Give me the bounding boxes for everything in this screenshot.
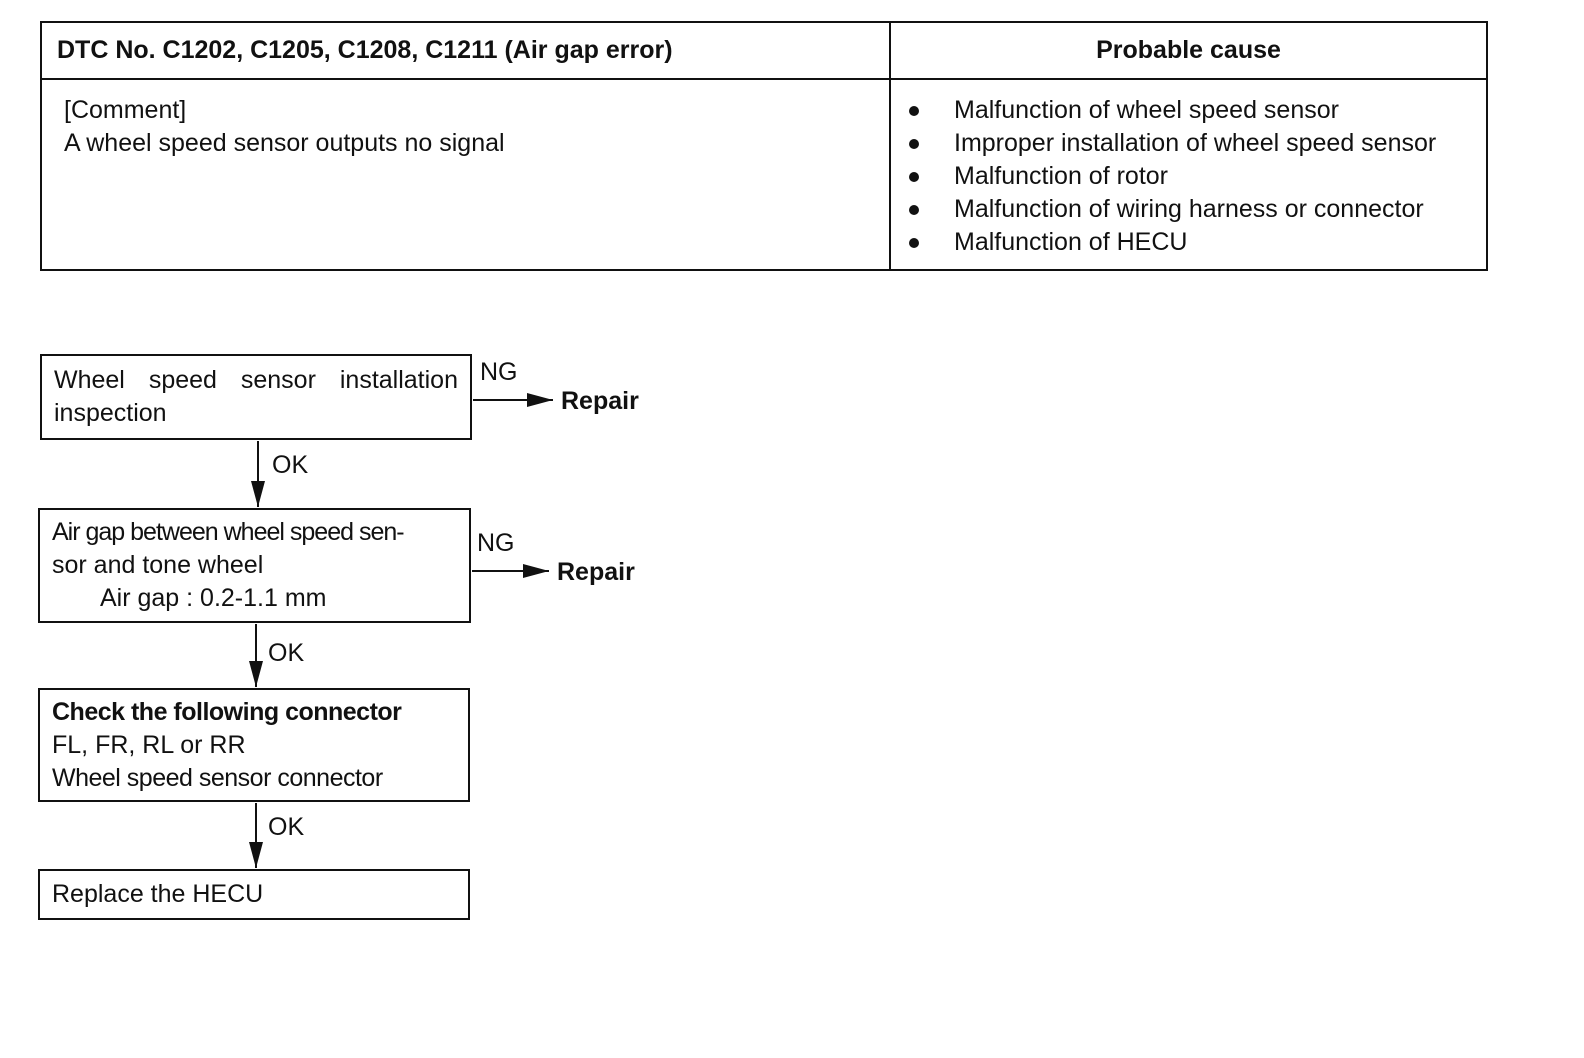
ok-label-2: OK [268,639,305,667]
step-3-line-3: Wheel speed sensor connector [52,764,383,792]
step-3-title: Check the following connector [52,698,402,726]
comment-cell: [Comment] A wheel speed sensor outputs n… [42,80,891,269]
bullet-icon [909,138,919,149]
ok-label-3: OK [268,813,305,841]
step-air-gap-box: Air gap between wheel speed sen- sor and… [38,508,471,623]
step-1-text: Wheel speed sensor installation inspecti… [54,366,458,427]
step-replace-hecu-box: Replace the HECU [38,869,470,920]
list-item: Malfunction of HECU [891,226,1486,259]
probable-cause-cell: Malfunction of wheel speed sensor Improp… [891,80,1486,269]
bullet-icon [909,237,919,248]
comment-label: [Comment] [64,96,187,124]
ng-label-2: NG [477,529,515,557]
cause-text: Improper installation of wheel speed sen… [954,129,1437,157]
list-item: Malfunction of rotor [891,160,1486,193]
step-connector-check-box: Check the following connector FL, FR, RL… [38,688,470,802]
comment-text: A wheel speed sensor outputs no signal [64,129,505,157]
step-4-text: Replace the HECU [52,880,264,908]
step-2-line-1: Air gap between wheel speed sen- [52,518,405,546]
probable-cause-header: Probable cause [1096,36,1281,64]
repair-action-2: Repair [557,558,635,586]
probable-cause-list: Malfunction of wheel speed sensor Improp… [891,80,1486,259]
step-3-line-2: FL, FR, RL or RR [52,731,246,759]
list-item: Malfunction of wheel speed sensor [891,94,1486,127]
bullet-icon [909,204,919,215]
step-2-spec: Air gap : 0.2-1.1 mm [100,584,327,612]
cause-text: Malfunction of wheel speed sensor [954,96,1339,124]
dtc-table: DTC No. C1202, C1205, C1208, C1211 (Air … [40,21,1488,271]
cause-text: Malfunction of rotor [954,162,1168,190]
table-body-row: [Comment] A wheel speed sensor outputs n… [42,80,1486,269]
ng-label-1: NG [480,358,518,386]
step-2-line-2: sor and tone wheel [52,551,264,579]
table-header-row: DTC No. C1202, C1205, C1208, C1211 (Air … [42,23,1486,80]
bullet-icon [909,171,919,182]
dtc-number-header: DTC No. C1202, C1205, C1208, C1211 (Air … [42,23,891,78]
repair-action-1: Repair [561,387,639,415]
list-item: Malfunction of wiring harness or connect… [891,193,1486,226]
step-installation-inspection-box: Wheel speed sensor installation inspecti… [40,354,472,440]
list-item: Improper installation of wheel speed sen… [891,127,1486,160]
bullet-icon [909,105,919,116]
cause-text: Malfunction of wiring harness or connect… [954,195,1424,223]
ok-label-1: OK [272,451,309,479]
cause-text: Malfunction of HECU [954,228,1188,256]
